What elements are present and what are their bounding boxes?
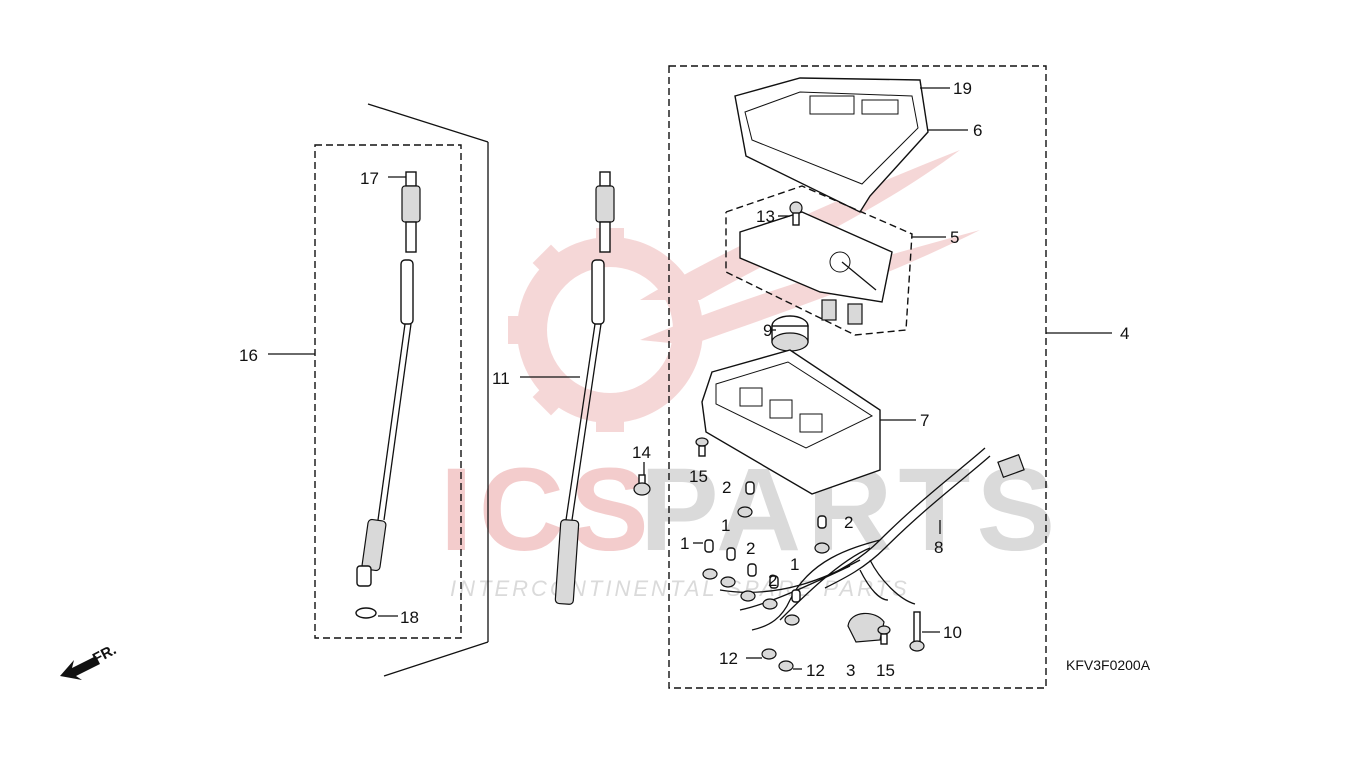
callout-9: 9 xyxy=(763,321,772,340)
meter-assembly-4-group xyxy=(668,65,1047,689)
callout-3: 3 xyxy=(846,661,855,680)
cable-assembly-16-group xyxy=(314,103,489,677)
callout-6: 6 xyxy=(973,121,982,140)
gear-box-9 xyxy=(771,315,809,352)
callout-16: 16 xyxy=(239,346,258,365)
front-direction-indicator: FR. xyxy=(60,641,119,680)
meter-case-6 xyxy=(734,77,929,213)
callout-4: 4 xyxy=(1120,324,1129,343)
watermark-gear-icon xyxy=(508,228,703,432)
meter-case-7 xyxy=(701,349,881,495)
callout-19: 19 xyxy=(953,79,972,98)
bolt-10 xyxy=(909,611,925,652)
callout-13: 13 xyxy=(756,207,775,226)
washer-18 xyxy=(355,607,377,619)
callout-1a: 1 xyxy=(721,516,730,535)
screw-13 xyxy=(789,201,803,226)
bulb-sockets xyxy=(702,481,830,626)
speedometer-cable-11 xyxy=(554,171,615,605)
callout-14: 14 xyxy=(632,443,651,462)
group-box-4 xyxy=(668,65,1047,689)
callout-18: 18 xyxy=(400,608,419,627)
callout-17: 17 xyxy=(360,169,379,188)
callout-5: 5 xyxy=(950,228,959,247)
group-box-16 xyxy=(314,144,462,639)
group-box-5 xyxy=(725,185,913,336)
callout-1b: 1 xyxy=(680,534,689,553)
callout-11: 11 xyxy=(492,369,510,388)
watermark-brand-a: ICS xyxy=(440,444,655,576)
speedometer-cable-16 xyxy=(356,171,421,587)
bolt-14 xyxy=(633,474,651,496)
callout-8: 8 xyxy=(934,538,943,557)
callout-15b: 15 xyxy=(876,661,895,680)
front-arrow-icon xyxy=(60,656,100,680)
watermark-tagline: INTERCONTINENTAL SPARE PARTS xyxy=(450,576,910,601)
callout-10: 10 xyxy=(943,623,962,642)
callout-2a: 2 xyxy=(722,478,731,497)
callout-15a: 15 xyxy=(689,467,708,486)
callout-7: 7 xyxy=(920,411,929,430)
leader-lines xyxy=(268,87,1112,670)
callout-1c: 1 xyxy=(790,555,799,574)
nut-12 xyxy=(761,648,794,672)
callouts: 16 17 18 11 14 19 6 5 13 9 4 7 8 10 3 15… xyxy=(239,79,1129,680)
wire-harness-8 xyxy=(719,447,1025,631)
screw-15 xyxy=(695,437,891,645)
callout-2d: 2 xyxy=(768,571,777,590)
meter-plate-5 xyxy=(739,211,893,325)
callout-2b: 2 xyxy=(844,513,853,532)
callout-12a: 12 xyxy=(719,649,738,668)
callout-12b: 12 xyxy=(806,661,825,680)
callout-2c: 2 xyxy=(746,539,755,558)
diagram-code: KFV3F0200A xyxy=(1066,657,1151,673)
